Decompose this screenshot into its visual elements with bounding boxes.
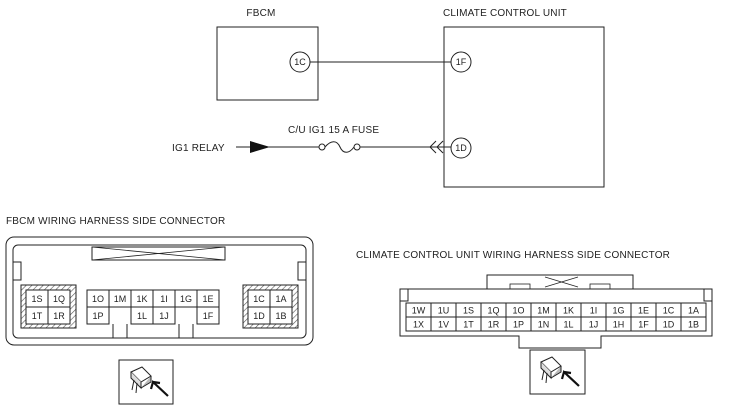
ccu-pin-cell: 1U xyxy=(438,306,450,316)
fbcm-pin-cell: 1G xyxy=(180,294,192,304)
fbcm-connector-illustration xyxy=(118,359,174,405)
ccu-pin-1f-label: 1F xyxy=(456,57,467,67)
ccu-pin-cell: 1Q xyxy=(487,306,499,316)
fbcm-box xyxy=(216,26,319,101)
ccu-pin-cell-box xyxy=(680,316,707,332)
ccu-pin-cell: 1R xyxy=(488,320,500,330)
ccu-pin-cell: 1S xyxy=(463,306,474,316)
fuse-label: C/U IG1 15 A FUSE xyxy=(288,125,379,136)
fbcm-right-cells: 1C 1A 1D 1B xyxy=(247,289,293,325)
fbcm-keyway xyxy=(178,324,194,339)
ccu-pin-cell: 1L xyxy=(563,320,573,330)
arrow-icon xyxy=(560,369,580,387)
fbcm-connector-title: FBCM WIRING HARNESS SIDE CONNECTOR xyxy=(6,216,225,227)
fbcm-connector: FBCM WIRING HARNESS SIDE CONNECTOR 1S 1Q… xyxy=(5,216,314,405)
fbcm-pin-cell: 1Q xyxy=(53,294,65,304)
ccu-slot-left xyxy=(399,288,409,302)
ccu-pin-cell: 1X xyxy=(413,320,424,330)
ccu-pin-cell: 1B xyxy=(688,320,699,330)
fbcm-pin-cell: 1L xyxy=(137,311,147,321)
ccu-pin-cell: 1P xyxy=(513,320,524,330)
ccu-connector: CLIMATE CONTROL UNIT WIRING HARNESS SIDE… xyxy=(356,250,713,395)
ccu-pin-cell: 1H xyxy=(613,320,625,330)
fbcm-connector-inner xyxy=(12,244,307,339)
ccu-pin-cell: 1I xyxy=(590,306,598,316)
ccu-pin-1d xyxy=(450,137,472,159)
ccu-pin-cell: 1O xyxy=(512,306,524,316)
fbcm-pin-1c-label: 1C xyxy=(294,57,306,67)
fbcm-connector-housing xyxy=(5,236,314,346)
fbcm-left-cells: 1S 1Q 1T 1R xyxy=(25,289,71,325)
arrow-icon xyxy=(250,141,270,153)
fbcm-pin-cell: 1T xyxy=(32,311,43,321)
fbcm-pin-cell: 1K xyxy=(136,294,147,304)
ccu-pin-cell: 1M xyxy=(537,306,550,316)
fbcm-pin-cell: 1F xyxy=(203,311,214,321)
ccu-connector-illustration xyxy=(529,349,586,395)
connector-symbol-icon xyxy=(429,140,444,154)
ccu-pin-cell: 1T xyxy=(463,320,474,330)
ccu-pin-cell: 1G xyxy=(612,306,624,316)
fbcm-slot-right xyxy=(297,261,307,281)
fbcm-pin-cell: 1O xyxy=(92,294,104,304)
ccu-label: CLIMATE CONTROL UNIT xyxy=(443,8,567,19)
ccu-pin-cell: 1E xyxy=(638,306,649,316)
fbcm-pin-cell: 1A xyxy=(275,294,286,304)
ccu-pin-cell: 1W xyxy=(412,306,426,316)
fbcm-pin-cell: 1S xyxy=(31,294,42,304)
fuse-terminal-left xyxy=(318,143,326,151)
ccu-pin-cell: 1D xyxy=(663,320,675,330)
fbcm-pin-cell: 1I xyxy=(160,294,168,304)
ccu-pin-cell: 1A xyxy=(688,306,699,316)
ccu-pin-grid: 1W 1U 1S 1Q 1O 1M 1K 1I 1G 1E 1C 1A 1X 1V 1T 1R 1P 1N 1L 1J… xyxy=(405,302,707,332)
ccu-slot-right xyxy=(703,288,713,302)
fuse-terminal-right xyxy=(353,143,361,151)
fbcm-pin-cell: 1P xyxy=(92,311,103,321)
fbcm-slot-left xyxy=(12,261,22,281)
arrow-icon xyxy=(149,379,169,397)
fbcm-pin-cell: 1D xyxy=(253,311,265,321)
ccu-pin-1d-label: 1D xyxy=(455,143,467,153)
ccu-connector-title: CLIMATE CONTROL UNIT WIRING HARNESS SIDE… xyxy=(356,250,670,261)
ccu-box xyxy=(443,26,605,188)
ccu-pin-cell: 1V xyxy=(438,320,449,330)
fbcm-label: FBCM xyxy=(246,8,275,19)
ccu-pin-cell: 1N xyxy=(538,320,550,330)
fbcm-center-cells: 1O 1M 1K 1I 1G 1E 1P 1L 1J 1F xyxy=(86,289,220,325)
relay-label: IG1 RELAY xyxy=(172,143,225,154)
schematic: FBCM 1C CLIMATE CONTROL UNIT 1F 1D IG1 R… xyxy=(172,8,605,188)
fbcm-pin-cell: 1R xyxy=(53,311,65,321)
ccu-pin-cell: 1K xyxy=(563,306,574,316)
fbcm-pin-cell: 1E xyxy=(202,294,213,304)
ccu-pin-cell: 1J xyxy=(589,320,599,330)
fuse-icon xyxy=(324,141,355,153)
fbcm-pin-cell: 1B xyxy=(275,311,286,321)
ccu-pin-cell: 1F xyxy=(638,320,649,330)
fbcm-pin-cell: 1J xyxy=(159,311,169,321)
fbcm-pin-cell: 1C xyxy=(253,294,265,304)
fbcm-keyway xyxy=(112,324,128,339)
fbcm-pin-cell: 1M xyxy=(114,294,127,304)
ccu-connector-housing xyxy=(399,288,713,349)
ccu-latch xyxy=(486,274,634,290)
ccu-pin-cell: 1C xyxy=(663,306,675,316)
